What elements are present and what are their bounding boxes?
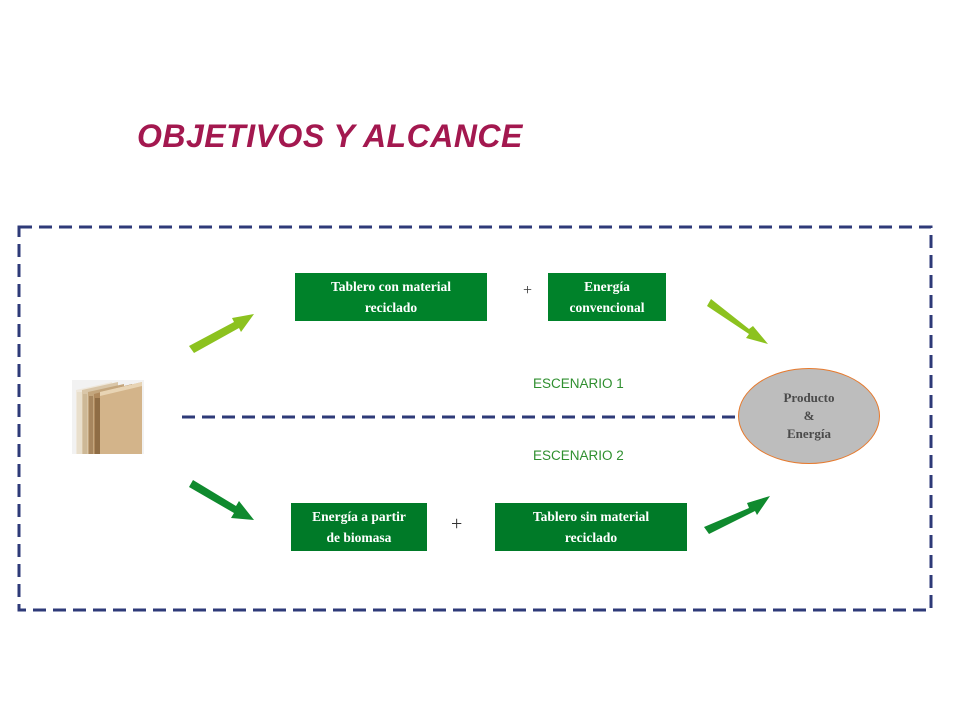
scenario1-left-box: Tablero con material reciclado <box>295 273 487 321</box>
scenario1-right-box-line1: Energía <box>584 279 630 294</box>
product-line2: & <box>803 408 815 423</box>
scenario1-plus: + <box>523 282 533 299</box>
page-title: OBJETIVOS Y ALCANCE <box>137 118 523 154</box>
scenario2-right-box-line1: Tablero sin material <box>532 509 650 524</box>
scenario1-right-box-line2: convencional <box>569 300 645 315</box>
scenario1-right-box: Energía convencional <box>548 273 666 321</box>
scenario2-label: ESCENARIO 2 <box>533 448 624 463</box>
scenario1-label: ESCENARIO 1 <box>533 376 624 391</box>
product-ellipse: Producto & Energía <box>738 368 880 464</box>
scenario2-left-box-line1: Energía a partir <box>312 509 406 524</box>
scenario2-left-box-line2: de biomasa <box>326 530 392 545</box>
product-line1: Producto <box>783 390 835 405</box>
arrow-down-left <box>189 480 254 520</box>
product-line3: Energía <box>786 426 832 441</box>
particle-board-image <box>72 380 144 454</box>
scenario2-plus: + <box>451 513 463 535</box>
arrow-up-right <box>704 496 770 534</box>
scenario2-left-box: Energía a partir de biomasa <box>291 503 427 551</box>
arrow-down-right <box>707 299 768 344</box>
scenario2-right-box: Tablero sin material reciclado <box>495 503 687 551</box>
scenario2-right-box-line2: reciclado <box>564 530 618 545</box>
scope-frame <box>17 225 933 612</box>
scenario1-left-box-line1: Tablero con material <box>331 279 451 294</box>
scenario1-left-box-line2: reciclado <box>364 300 418 315</box>
arrow-up-left <box>189 314 254 353</box>
